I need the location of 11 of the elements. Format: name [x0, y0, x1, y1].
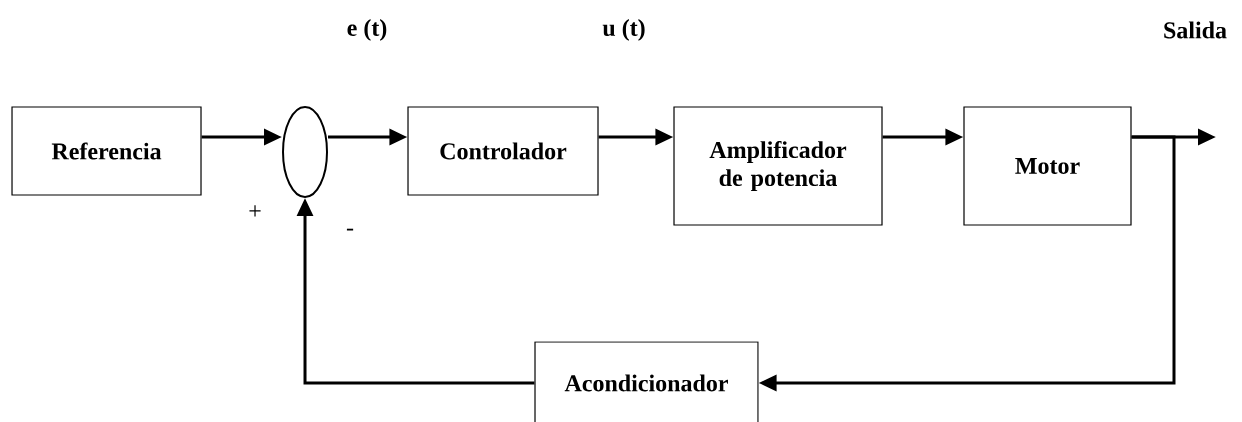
block-box: Acondicionador	[534, 341, 759, 422]
block-box: Motor	[963, 106, 1132, 226]
block-box: Referencia	[11, 106, 202, 196]
block-box: Controlador	[407, 106, 599, 196]
sign-label: +	[249, 205, 261, 217]
summing-junction	[282, 106, 328, 198]
sign-label: -	[346, 228, 354, 231]
signal-label: u (t)	[602, 19, 645, 41]
block-box: Amplificador de potencia	[673, 106, 883, 226]
signal-label: e (t)	[347, 19, 387, 41]
signal-label: Salida	[1164, 21, 1227, 39]
